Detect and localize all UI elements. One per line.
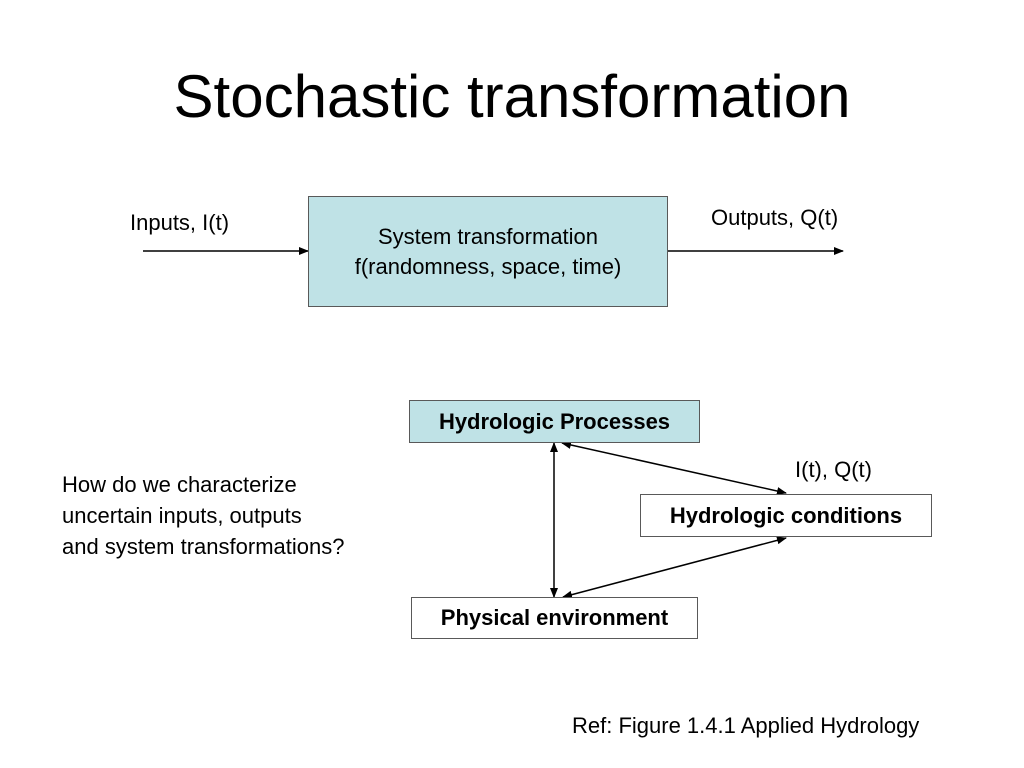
system-box-line1: System transformation <box>377 223 599 249</box>
inputs-label: Inputs, I(t) <box>130 210 230 235</box>
hydrologic-conditions-box: Hydrologic conditions <box>640 494 932 537</box>
system-box-line2: f(randomness, space, time) <box>354 253 622 279</box>
outputs-label: Outputs, Q(t) <box>711 205 839 230</box>
slide-title: Stochastic transformation <box>173 63 851 130</box>
question-line3: and system transformations? <box>62 534 345 559</box>
physical-environment-label: Physical environment <box>440 605 669 630</box>
question-line2: uncertain inputs, outputs <box>62 503 302 528</box>
question-line1: How do we characterize <box>62 472 297 497</box>
system-transformation-box: System transformation f(randomness, spac… <box>308 196 668 307</box>
hydrologic-processes-label: Hydrologic Processes <box>438 408 671 434</box>
processes-conditions-arrow <box>561 441 787 495</box>
question-text: How do we characterize uncertain inputs,… <box>62 469 344 562</box>
flow-label: I(t), Q(t) <box>795 457 872 482</box>
hydrologic-processes-box: Hydrologic Processes <box>409 400 700 443</box>
hydrologic-conditions-label: Hydrologic conditions <box>669 502 903 528</box>
physical-environment-box: Physical environment <box>411 597 698 639</box>
reference-text: Ref: Figure 1.4.1 Applied Hydrology <box>572 713 920 738</box>
environment-conditions-arrow <box>562 536 787 599</box>
